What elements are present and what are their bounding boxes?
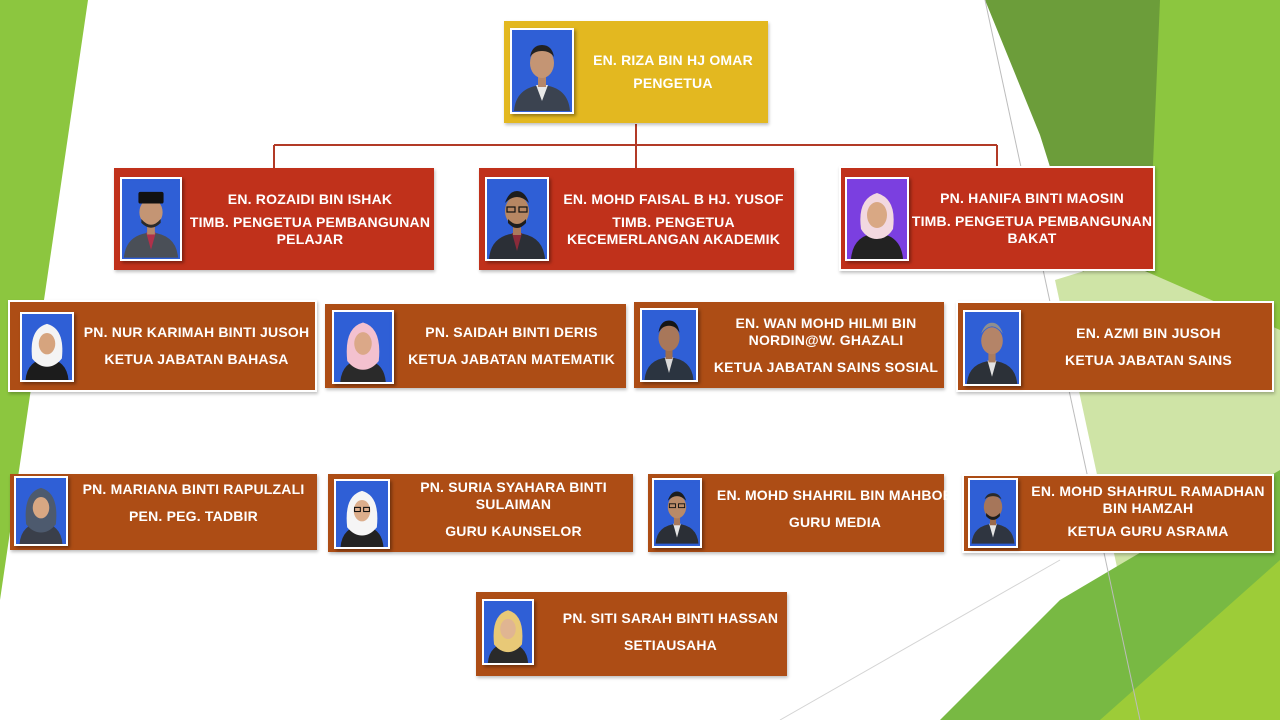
department-head-role: KETUA JABATAN BAHASA: [104, 351, 289, 367]
department-head-role: KETUA JABATAN SAINS SOSIAL: [713, 358, 939, 375]
male-portrait-icon: [640, 308, 698, 382]
deputy-role: TIMB. PENGETUA PEMBANGUNAN PELAJAR: [189, 213, 431, 247]
female-portrait-hijab-icon: [845, 177, 909, 261]
staff-text: PN. SURIA SYAHARA BINTI SULAIMAN GURU KA…: [394, 474, 633, 544]
secretary-name: PN. SITI SARAH BINTI HASSAN: [562, 610, 779, 626]
department-head-role: KETUA JABATAN MATEMATIK: [408, 351, 615, 367]
staff-name: EN. MOHD SHAHRIL BIN MAHBOB: [716, 487, 954, 503]
male-portrait-icon: [963, 310, 1021, 386]
department-head-text: PN. SAIDAH BINTI DERIS KETUA JABATAN MAT…: [397, 304, 626, 388]
deputy-text: EN. ROZAIDI BIN ISHAK TIMB. PENGETUA PEM…: [186, 168, 434, 270]
female-portrait-hijab-icon: [20, 312, 74, 382]
deputy-name: EN. ROZAIDI BIN ISHAK: [227, 190, 393, 207]
staff-role: PEN. PEG. TADBIR: [129, 508, 258, 524]
principal-card: EN. RIZA BIN HJ OMAR PENGETUA: [504, 21, 768, 123]
staff-card: PN. MARIANA BINTI RAPULZALI PEN. PEG. TA…: [10, 474, 317, 550]
staff-text: PN. MARIANA BINTI RAPULZALI PEN. PEG. TA…: [70, 474, 317, 532]
deputy-role: TIMB. PENGETUA PEMBANGUNAN BAKAT: [911, 213, 1153, 246]
secretary-text: PN. SITI SARAH BINTI HASSAN SETIAUSAHA: [548, 592, 793, 672]
secretary-card: PN. SITI SARAH BINTI HASSAN SETIAUSAHA: [476, 592, 787, 676]
deputy-card: EN. ROZAIDI BIN ISHAK TIMB. PENGETUA PEM…: [114, 168, 434, 270]
staff-name: EN. MOHD SHAHRUL RAMADHAN BIN HAMZAH: [1031, 482, 1265, 516]
staff-role: GURU MEDIA: [788, 514, 882, 530]
department-head-name: EN. AZMI BIN JUSOH: [1076, 324, 1221, 341]
department-head-text: EN. WAN MOHD HILMI BIN NORDIN@W. GHAZALI…: [710, 302, 942, 388]
decor-line: [779, 559, 1061, 720]
department-head-name: PN. SAIDAH BINTI DERIS: [425, 324, 598, 340]
staff-text: EN. MOHD SHAHRIL BIN MAHBOB GURU MEDIA: [708, 474, 962, 544]
department-head-card: PN. SAIDAH BINTI DERIS KETUA JABATAN MAT…: [325, 304, 626, 388]
department-head-card: PN. NUR KARIMAH BINTI JUSOH KETUA JABATA…: [8, 300, 317, 392]
department-head-text: EN. AZMI BIN JUSOH KETUA JABATAN SAINS: [1025, 303, 1272, 390]
staff-card: EN. MOHD SHAHRUL RAMADHAN BIN HAMZAH KET…: [962, 474, 1274, 553]
deputy-card: PN. HANIFA BINTI MAOSIN TIMB. PENGETUA P…: [839, 166, 1155, 271]
principal-role: PENGETUA: [633, 75, 713, 91]
staff-card: EN. MOHD SHAHRIL BIN MAHBOB GURU MEDIA: [648, 474, 953, 552]
male-portrait-icon: [968, 478, 1018, 548]
staff-card: PN. SURIA SYAHARA BINTI SULAIMAN GURU KA…: [328, 474, 633, 552]
department-head-text: PN. NUR KARIMAH BINTI JUSOH KETUA JABATA…: [78, 302, 315, 390]
staff-text: EN. MOHD SHAHRUL RAMADHAN BIN HAMZAH KET…: [1024, 476, 1272, 546]
deputy-name: PN. HANIFA BINTI MAOSIN: [940, 190, 1124, 206]
staff-role: GURU KAUNSELOR: [445, 522, 582, 539]
male-portrait-glasses-icon: [485, 177, 549, 261]
deputy-name: EN. MOHD FAISAL B HJ. YUSOF: [563, 190, 784, 207]
principal-text: EN. RIZA BIN HJ OMAR PENGETUA: [578, 21, 768, 123]
department-head-card: EN. WAN MOHD HILMI BIN NORDIN@W. GHAZALI…: [634, 302, 944, 388]
female-portrait-hijab-icon: [332, 310, 394, 384]
department-head-name: PN. NUR KARIMAH BINTI JUSOH: [83, 324, 310, 340]
department-head-role: KETUA JABATAN SAINS: [1065, 351, 1232, 368]
female-portrait-hijab-icon: [14, 476, 68, 546]
deputy-text: EN. MOHD FAISAL B HJ. YUSOF TIMB. PENGET…: [553, 168, 794, 270]
male-portrait-icon: [510, 28, 574, 114]
department-head-card: EN. AZMI BIN JUSOH KETUA JABATAN SAINS: [956, 301, 1274, 392]
bottom-bright-green-shape: [1100, 560, 1280, 720]
secretary-role: SETIAUSAHA: [623, 637, 717, 653]
deputy-card: EN. MOHD FAISAL B HJ. YUSOF TIMB. PENGET…: [479, 168, 794, 270]
principal-name: EN. RIZA BIN HJ OMAR: [593, 52, 753, 68]
staff-role: KETUA GURU ASRAMA: [1067, 522, 1229, 539]
staff-name: PN. SURIA SYAHARA BINTI SULAIMAN: [420, 478, 607, 512]
female-portrait-hijab-glasses-icon: [334, 479, 390, 549]
male-portrait-songkok-icon: [120, 177, 182, 261]
staff-name: PN. MARIANA BINTI RAPULZALI: [82, 481, 305, 497]
deputy-role: TIMB. PENGETUA KECEMERLANGAN AKADEMIK: [566, 213, 781, 247]
male-portrait-glasses-icon: [652, 478, 702, 548]
department-head-name: EN. WAN MOHD HILMI BIN NORDIN@W. GHAZALI: [735, 314, 917, 348]
deputy-text: PN. HANIFA BINTI MAOSIN TIMB. PENGETUA P…: [911, 168, 1153, 269]
female-portrait-hijab-icon: [482, 599, 534, 665]
